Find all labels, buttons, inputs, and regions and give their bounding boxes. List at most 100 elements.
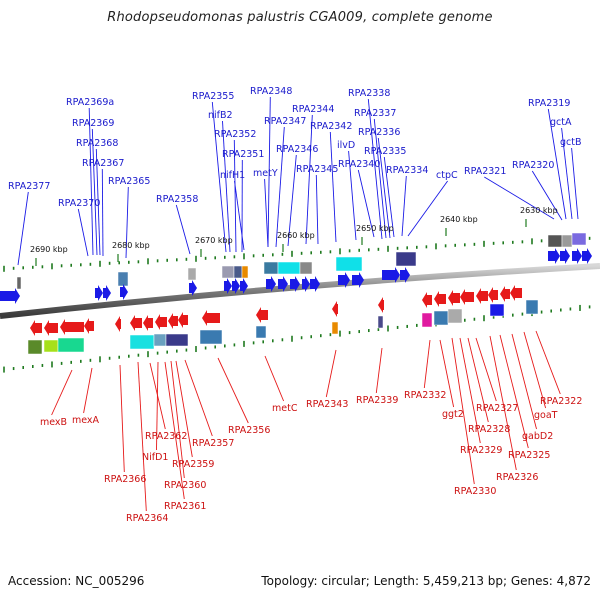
leader-line <box>125 186 129 259</box>
reverse-gene-arrow <box>488 287 498 303</box>
forward-gene-label-ctpc: ctpC <box>436 170 458 181</box>
leader-line <box>275 126 285 248</box>
forward-gene-arrow <box>582 248 592 264</box>
forward-gene-label-rpa2345: RPA2345 <box>296 164 338 175</box>
leader-line <box>211 101 227 253</box>
forward-gene-label-mety: metY <box>253 168 278 179</box>
leader-line <box>407 180 448 237</box>
leader-line <box>170 360 185 479</box>
reverse-gene-arrow <box>60 319 84 335</box>
feature-block <box>263 261 279 275</box>
forward-gene-label-rpa2346: RPA2346 <box>276 144 318 155</box>
feature-block <box>27 339 43 355</box>
forward-gene-label-rpa2367: RPA2367 <box>82 158 124 169</box>
leader-line <box>484 176 555 220</box>
leader-line <box>77 208 89 257</box>
leader-line <box>83 367 93 414</box>
reverse-gene-label-rpa2327: RPA2327 <box>476 403 518 414</box>
leader-line <box>234 180 245 251</box>
forward-gene-labels: RPA2369aRPA2369RPA2368RPA2367RPA2377RPA2… <box>8 86 582 209</box>
forward-gene-label-gctb: gctB <box>560 137 582 148</box>
reverse-tick-track <box>3 304 591 373</box>
reverse-gene-arrow <box>500 286 510 302</box>
forward-gene-label-rpa2334: RPA2334 <box>386 165 428 176</box>
leader-line <box>222 120 231 253</box>
forward-gene-label-rpa2336: RPA2336 <box>358 127 400 138</box>
feature-block <box>547 234 563 248</box>
chromosome-backbone <box>0 263 600 319</box>
leader-line <box>329 131 337 243</box>
feature-block <box>187 267 197 281</box>
forward-gene-label-rpa2369a: RPA2369a <box>66 97 114 108</box>
accession-text: Accession: NC_005296 <box>8 574 145 588</box>
leader-line <box>156 361 159 451</box>
leader-line <box>91 128 98 256</box>
reverse-gene-label-nifd1: NifD1 <box>142 452 168 463</box>
forward-gene-label-rpa2340: RPA2340 <box>338 159 380 170</box>
reverse-gene-arrow <box>202 310 220 326</box>
reverse-gene-arrow <box>130 315 142 331</box>
reverse-gene-label-rpa2322: RPA2322 <box>540 396 582 407</box>
genome-summary-text: Topology: circular; Length: 5,459,213 bp… <box>261 574 591 588</box>
leader-line <box>101 168 104 257</box>
forward-gene-arrow <box>103 285 111 301</box>
forward-gene-arrow <box>232 278 240 294</box>
forward-gene-label-rpa2321: RPA2321 <box>464 166 506 177</box>
leader-line <box>357 169 375 238</box>
forward-gene-leaders <box>17 96 579 266</box>
coordinate-label: 2650 kbp <box>356 224 394 233</box>
coordinate-label: 2640 kbp <box>440 215 478 224</box>
reverse-gene-arrow <box>422 292 432 308</box>
feature-block <box>377 315 384 329</box>
reverse-gene-arrow <box>84 318 94 334</box>
leader-line <box>535 330 561 395</box>
reverse-gene-label-ggt2: ggt2 <box>442 409 464 420</box>
feature-block <box>153 333 167 347</box>
forward-gene-arrow <box>400 267 410 283</box>
feature-block <box>117 271 129 287</box>
forward-gene-arrow <box>572 248 582 264</box>
reverse-gene-arrow <box>332 301 338 317</box>
reverse-gene-label-rpa2364: RPA2364 <box>126 513 168 524</box>
coordinate-label: 2660 kbp <box>277 231 315 240</box>
reverse-gene-arrow <box>115 316 121 332</box>
feature-block <box>525 299 539 315</box>
feature-block <box>571 232 587 246</box>
reverse-gene-leaders <box>51 330 561 512</box>
forward-gene-arrow <box>240 278 248 294</box>
feature-blocks <box>16 232 587 355</box>
leader-line <box>51 369 73 416</box>
leader-line <box>325 349 337 398</box>
reverse-gene-label-rpa2366: RPA2366 <box>104 474 146 485</box>
forward-gene-label-rpa2355: RPA2355 <box>192 91 234 102</box>
feature-block <box>447 308 463 324</box>
feature-block <box>335 256 363 272</box>
leader-line <box>367 98 383 240</box>
leader-line <box>511 333 537 430</box>
forward-gene-arrow <box>266 276 276 292</box>
reverse-gene-arrow <box>155 314 167 330</box>
forward-gene-arrow <box>338 272 350 288</box>
forward-gene-arrow <box>352 272 364 288</box>
leader-line <box>499 334 529 449</box>
leader-line <box>423 339 431 389</box>
feature-block <box>331 321 339 335</box>
forward-gene-arrow <box>120 284 128 300</box>
forward-gene-arrow <box>224 278 232 294</box>
feature-block <box>165 333 189 347</box>
coordinate-label: 2670 kbp <box>195 236 233 245</box>
forward-gene-arrow <box>0 288 20 304</box>
reverse-gene-arrow <box>510 285 522 301</box>
feature-block <box>129 334 155 350</box>
reverse-gene-arrow <box>448 290 460 306</box>
leader-line <box>467 337 489 423</box>
leader-line <box>175 360 193 458</box>
forward-gene-arrow <box>290 276 300 292</box>
leader-line <box>547 108 567 220</box>
leader-line <box>264 355 285 402</box>
leader-line <box>523 331 547 409</box>
feature-block <box>395 251 417 267</box>
forward-gene-label-rpa2352: RPA2352 <box>214 129 256 140</box>
leader-line <box>571 147 579 220</box>
